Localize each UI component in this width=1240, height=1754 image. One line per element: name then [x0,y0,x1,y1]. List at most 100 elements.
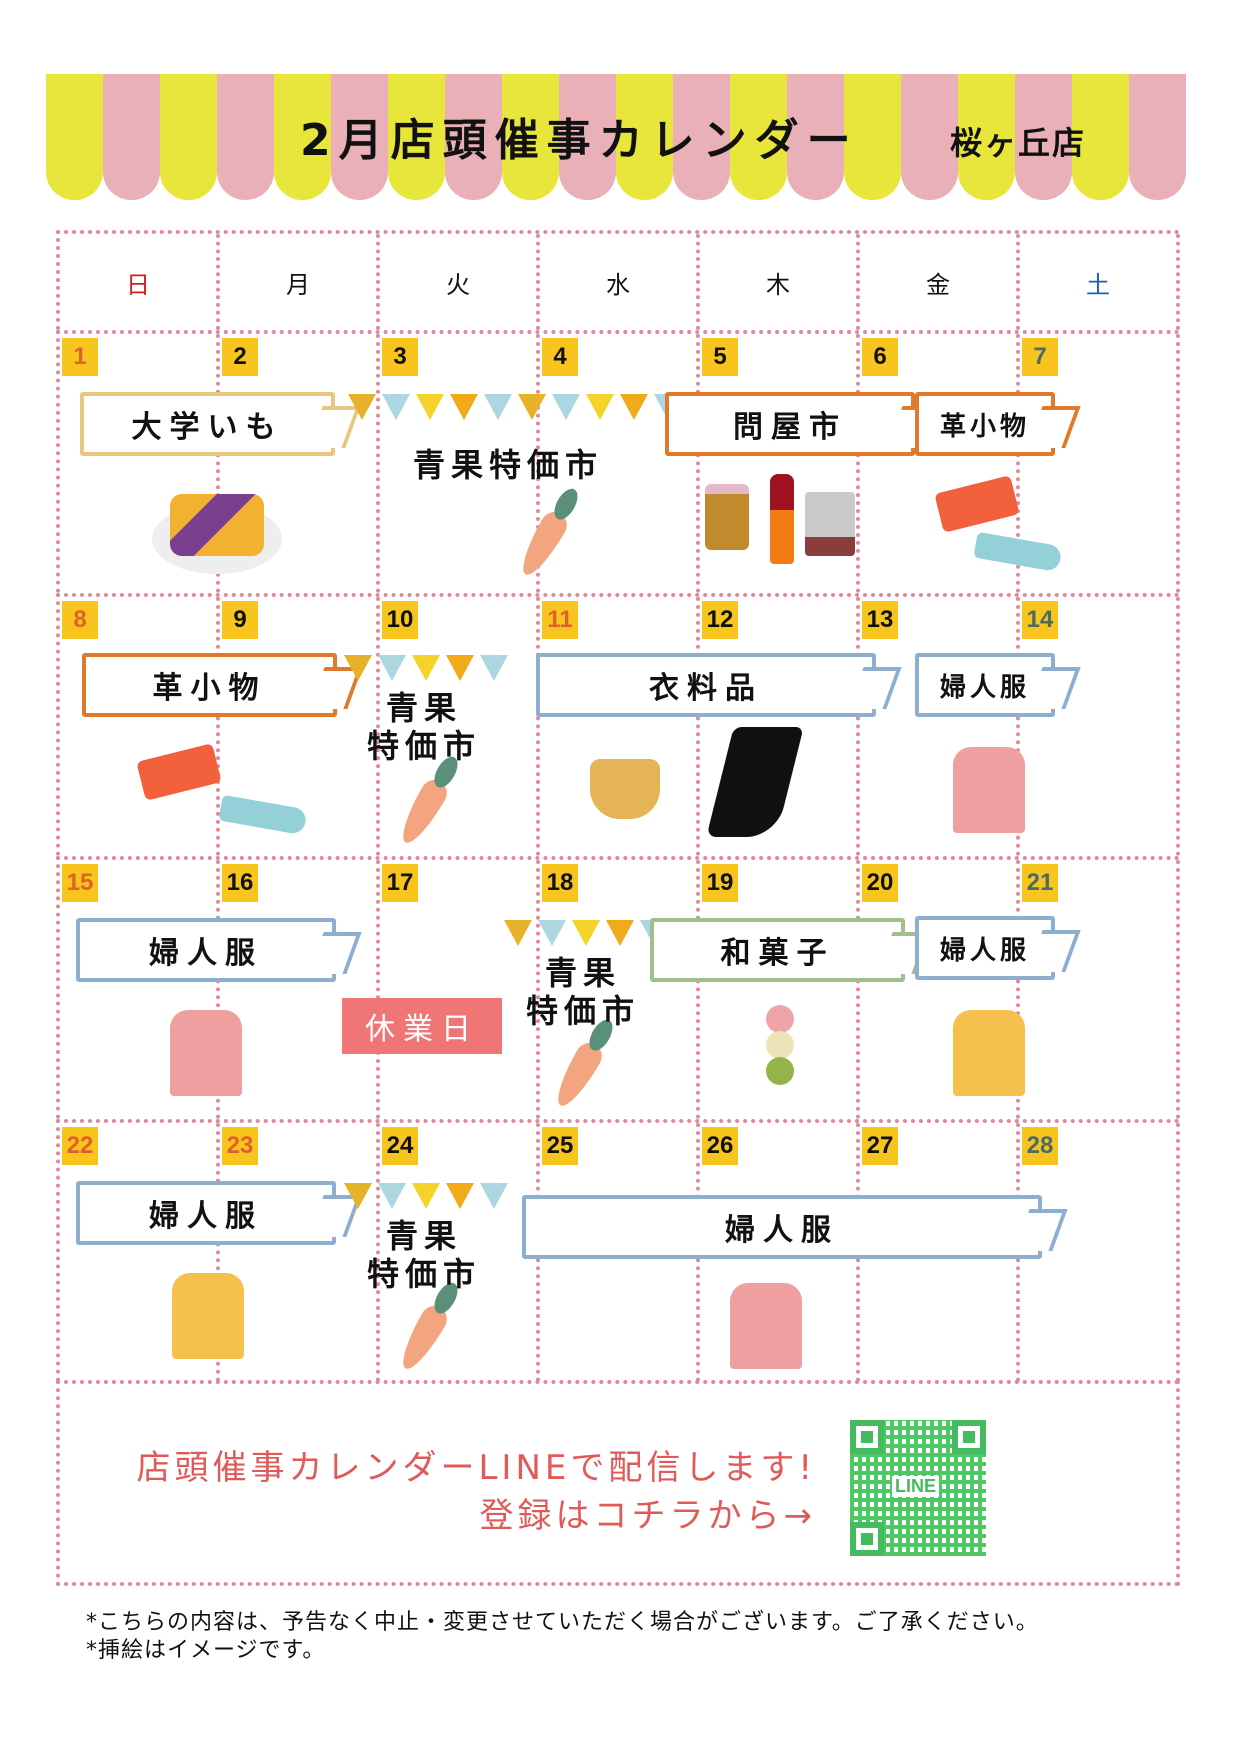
week-row-3: 15 16 17 18 19 20 21 婦人服 休業日 青果 特価市 和菓子 … [56,856,1180,1119]
day-number: 6 [862,338,898,376]
week-row-1: 1 2 3 4 5 6 7 大学いも 青果特価市 問屋市 革小物 [56,330,1180,593]
promo-line-1: 店頭催事カレンダーLINEで配信します! [136,1448,816,1488]
event-banner-daigaku-imo: 大学いも [80,392,335,456]
day-number: 21 [1022,864,1058,902]
calendar-grid: 日 月 火 水 木 金 土 1 2 3 4 5 6 7 大学いも 青果特価市 問… [56,230,1180,1382]
cardigan-icon [172,1273,244,1359]
day-cell: 20 [860,860,1020,1119]
day-cell: 14 [1020,597,1180,856]
qr-finder-icon [952,1420,986,1454]
store-name: 桜ヶ丘店 [950,124,1087,162]
event-seika-tokka: 青果 特価市 [366,1217,481,1293]
event-seika-tokka: 青果 特価市 [525,954,640,1030]
day-cell: 12 [700,597,860,856]
sweet-potato-icon [152,494,282,574]
weekday-tue: 火 [380,234,540,330]
weekday-wed: 水 [540,234,700,330]
day-number: 26 [702,1127,738,1165]
cardigan-icon [953,1010,1025,1096]
day-number: 19 [702,864,738,902]
event-banner-kawa-komono: 革小物 [82,653,337,717]
day-number: 17 [382,864,418,902]
day-number: 18 [542,864,578,902]
cardigan-icon [953,747,1025,833]
day-number: 1 [62,338,98,376]
day-cell: 8 [60,597,220,856]
day-cell: 6 [860,334,1020,593]
week-row-2: 8 9 10 11 12 13 14 革小物 青果 特価市 衣料品 婦人服 [56,593,1180,856]
event-banner-fujinfuku: 婦人服 [522,1195,1042,1259]
day-cell: 3 [380,334,540,593]
day-number: 24 [382,1127,418,1165]
day-number: 20 [862,864,898,902]
day-number: 15 [62,864,98,902]
day-number: 23 [222,1127,258,1165]
day-number: 13 [862,601,898,639]
weekday-header: 日 月 火 水 木 金 土 [56,230,1180,330]
day-cell: 21 [1020,860,1180,1119]
dango-icon [766,1005,796,1105]
day-number: 12 [702,601,738,639]
disclaimer-note: *こちらの内容は、予告なく中止・変更させていただく場合がございます。ご了承くださ… [86,1610,1039,1635]
event-banner-tonya-ichi: 問屋市 [665,392,915,456]
cardigan-icon [730,1283,802,1369]
day-cell: 19 [700,860,860,1119]
day-number: 3 [382,338,418,376]
qr-finder-icon [850,1522,884,1556]
day-cell: 4 [540,334,700,593]
day-number: 27 [862,1127,898,1165]
line-promo-section: 店頭催事カレンダーLINEで配信します! 登録はコチラから→ LINE [56,1380,1180,1586]
promo-line-2: 登録はコチラから→ [479,1496,816,1536]
qr-line-label: LINE [892,1476,940,1497]
day-cell: 9 [220,597,380,856]
weekday-mon: 月 [220,234,380,330]
qr-finder-icon [850,1420,884,1454]
day-cell: 13 [860,597,1020,856]
cardigan-icon [170,1010,242,1096]
day-cell: 28 [1020,1123,1180,1382]
closed-day-badge: 休業日 [342,998,502,1054]
day-cell: 5 [700,334,860,593]
event-banner-fujinfuku: 婦人服 [76,918,336,982]
weekday-sun: 日 [60,234,220,330]
event-banner-wagashi: 和菓子 [650,918,905,982]
event-banner-kawa-komono: 革小物 [915,392,1055,456]
day-number: 25 [542,1127,578,1165]
bottle-icon [770,474,794,564]
line-qr-code[interactable]: LINE [850,1420,986,1556]
day-number: 16 [222,864,258,902]
day-number: 8 [62,601,98,639]
bunting-icon [348,394,682,420]
bunting-icon [344,655,508,681]
day-number: 11 [542,601,578,639]
event-banner-fujinfuku: 婦人服 [76,1181,336,1245]
day-number: 10 [382,601,418,639]
day-number: 5 [702,338,738,376]
event-banner-fujinfuku: 婦人服 [915,653,1055,717]
event-banner-fujinfuku: 婦人服 [915,916,1055,980]
weekday-sat: 土 [1020,234,1180,330]
day-cell: 10 [380,597,540,856]
day-cell: 16 [220,860,380,1119]
day-cell: 1 [60,334,220,593]
weekday-thu: 木 [700,234,860,330]
day-number: 28 [1022,1127,1058,1165]
weekday-fri: 金 [860,234,1020,330]
socks-icon [590,759,660,819]
awning-banner [46,74,1186,200]
jar-icon [705,484,749,550]
day-number: 7 [1022,338,1058,376]
day-cell: 18 [540,860,700,1119]
day-number: 9 [222,601,258,639]
day-cell: 22 [60,1123,220,1382]
bunting-icon [504,920,668,946]
day-cell: 15 [60,860,220,1119]
day-cell: 2 [220,334,380,593]
day-number: 4 [542,338,578,376]
day-cell: 7 [1020,334,1180,593]
bunting-icon [344,1183,508,1209]
event-seika-tokka: 青果 特価市 [366,689,481,765]
event-banner-iryohin: 衣料品 [536,653,876,717]
day-cell: 23 [220,1123,380,1382]
bag-icon [805,492,855,556]
